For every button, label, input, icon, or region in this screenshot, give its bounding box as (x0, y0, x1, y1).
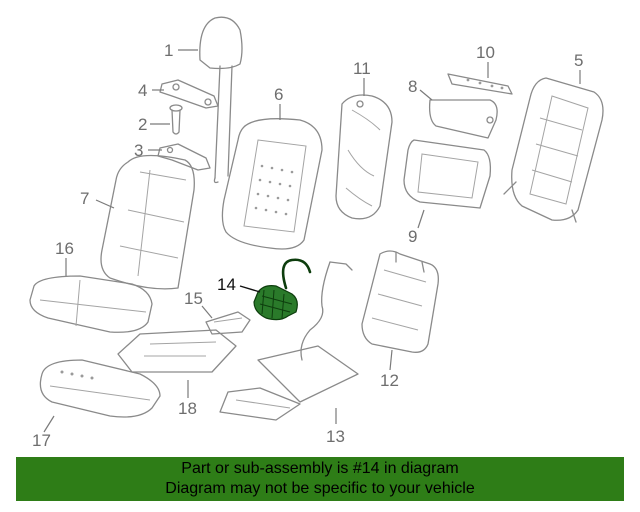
occupant-sensor-part (205, 311, 251, 335)
callout-14: 14 (217, 275, 236, 294)
seat-parts-diagram: 1 4 2 3 5 6 7 8 9 10 11 12 13 14 15 16 1… (29, 16, 604, 450)
callout-2: 2 (138, 115, 147, 134)
callout-16: 16 (55, 239, 74, 258)
guide-sleeve-part (169, 104, 183, 135)
cushion-cover-part (29, 275, 153, 333)
callout-4: 4 (138, 81, 147, 100)
callout-12: 12 (380, 371, 399, 390)
seat-back-cover-part (100, 154, 195, 290)
callout-1: 1 (164, 41, 173, 60)
highlighted-part-14[interactable] (253, 258, 312, 321)
callout-8: 8 (408, 77, 417, 96)
callout-11: 11 (353, 59, 371, 78)
perforated-back-cover-part (221, 118, 323, 250)
callout-leaders (43, 49, 581, 433)
callout-13: 13 (326, 427, 345, 446)
callout-5: 5 (574, 51, 583, 70)
seat-back-frame-part (503, 77, 604, 223)
cushion-pad-part (39, 359, 161, 418)
callout-6: 6 (274, 85, 283, 104)
callout-3: 3 (134, 141, 143, 160)
part-notice-banner: Part or sub-assembly is #14 in diagram D… (16, 457, 624, 501)
back-pad-part (335, 94, 393, 220)
lower-bracket-part (157, 143, 211, 171)
back-panel-part (403, 139, 492, 209)
callout-7: 7 (80, 189, 89, 208)
back-heater-part (361, 250, 439, 353)
callout-17: 17 (32, 431, 51, 450)
callout-15: 15 (184, 289, 203, 308)
banner-line-2: Diagram may not be specific to your vehi… (165, 480, 475, 497)
banner-line-1: Part or sub-assembly is #14 in diagram (181, 460, 459, 477)
callout-10: 10 (476, 43, 495, 62)
guide-bracket-part (159, 79, 219, 109)
trim-strip-part (447, 73, 513, 95)
callout-labels: 1 4 2 3 5 6 7 8 9 10 11 12 13 14 15 16 1… (32, 41, 583, 450)
lumbar-panel-part (428, 99, 498, 139)
headrest-part (199, 16, 243, 184)
cushion-heater-part (117, 329, 237, 373)
callout-18: 18 (178, 399, 197, 418)
cushion-frame-part (219, 261, 359, 421)
callout-9: 9 (408, 227, 417, 246)
